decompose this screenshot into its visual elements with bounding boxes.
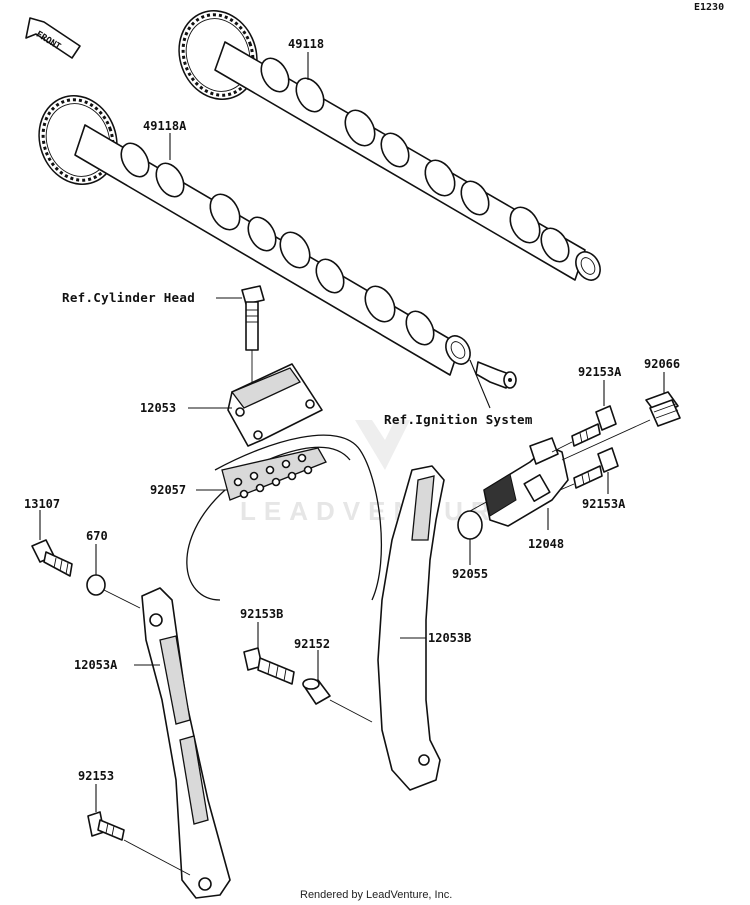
leader-92153a-bottom-to-tensioner	[559, 483, 575, 491]
label-670[interactable]: 670	[86, 529, 108, 543]
label-13107[interactable]: 13107	[24, 497, 60, 511]
ref-ignition-system[interactable]: Ref.Ignition System	[384, 412, 533, 427]
leader-ignition	[469, 359, 491, 409]
camshaft-intake[interactable]	[27, 85, 475, 376]
plug-92066[interactable]	[645, 391, 681, 427]
label-92152[interactable]: 92152	[294, 637, 330, 651]
collar-92152[interactable]	[302, 678, 331, 705]
label-92153[interactable]: 92153	[78, 769, 114, 783]
label-12053a[interactable]: 12053A	[74, 658, 118, 672]
bolt-92153a-top[interactable]	[571, 405, 617, 447]
label-12053[interactable]: 12053	[140, 401, 176, 415]
o-ring-670[interactable]	[86, 574, 106, 596]
label-92153a-bottom[interactable]: 92153A	[582, 497, 626, 511]
bolt-92153a-bottom[interactable]	[573, 447, 619, 489]
front-arrow-icon: FRONT	[25, 17, 81, 59]
bolt-92153-left[interactable]	[87, 811, 125, 841]
camshaft-exhaust[interactable]	[167, 0, 605, 291]
chain-guide-left[interactable]	[141, 587, 231, 899]
label-92066[interactable]: 92066	[644, 357, 680, 371]
label-12053b[interactable]: 12053B	[428, 631, 471, 645]
leader-92153-to-guide	[123, 839, 191, 876]
diagram-code: E1230	[694, 2, 724, 13]
label-92153b[interactable]: 92153B	[240, 607, 283, 621]
label-92057[interactable]: 92057	[150, 483, 186, 497]
chain-guide-right[interactable]	[377, 465, 445, 791]
leader-670-to-guide	[103, 589, 141, 609]
leader-92152-to-guide	[329, 699, 373, 723]
label-49118[interactable]: 49118	[288, 37, 324, 51]
leader-92066-to-tensioner	[561, 419, 651, 461]
chain-guide-upper[interactable]	[227, 363, 323, 447]
leader-92153a-top-to-tensioner	[551, 441, 573, 453]
chain-tensioner[interactable]	[483, 437, 569, 527]
label-49118a[interactable]: 49118A	[143, 119, 187, 133]
timing-chain[interactable]	[186, 434, 383, 601]
label-92055[interactable]: 92055	[452, 567, 488, 581]
o-ring-92055[interactable]	[457, 510, 483, 540]
ref-cylinder-head[interactable]: Ref.Cylinder Head	[62, 290, 195, 305]
footer-credit: Rendered by LeadVenture, Inc.	[300, 889, 452, 901]
ignition-rotor	[475, 361, 517, 389]
label-92153a-top[interactable]: 92153A	[578, 365, 622, 379]
bolt-92153b[interactable]	[243, 647, 295, 685]
label-12048[interactable]: 12048	[528, 537, 564, 551]
cylinder-head-bolt	[241, 285, 265, 351]
bolt-13107[interactable]	[31, 539, 73, 577]
chain-links	[233, 453, 313, 499]
